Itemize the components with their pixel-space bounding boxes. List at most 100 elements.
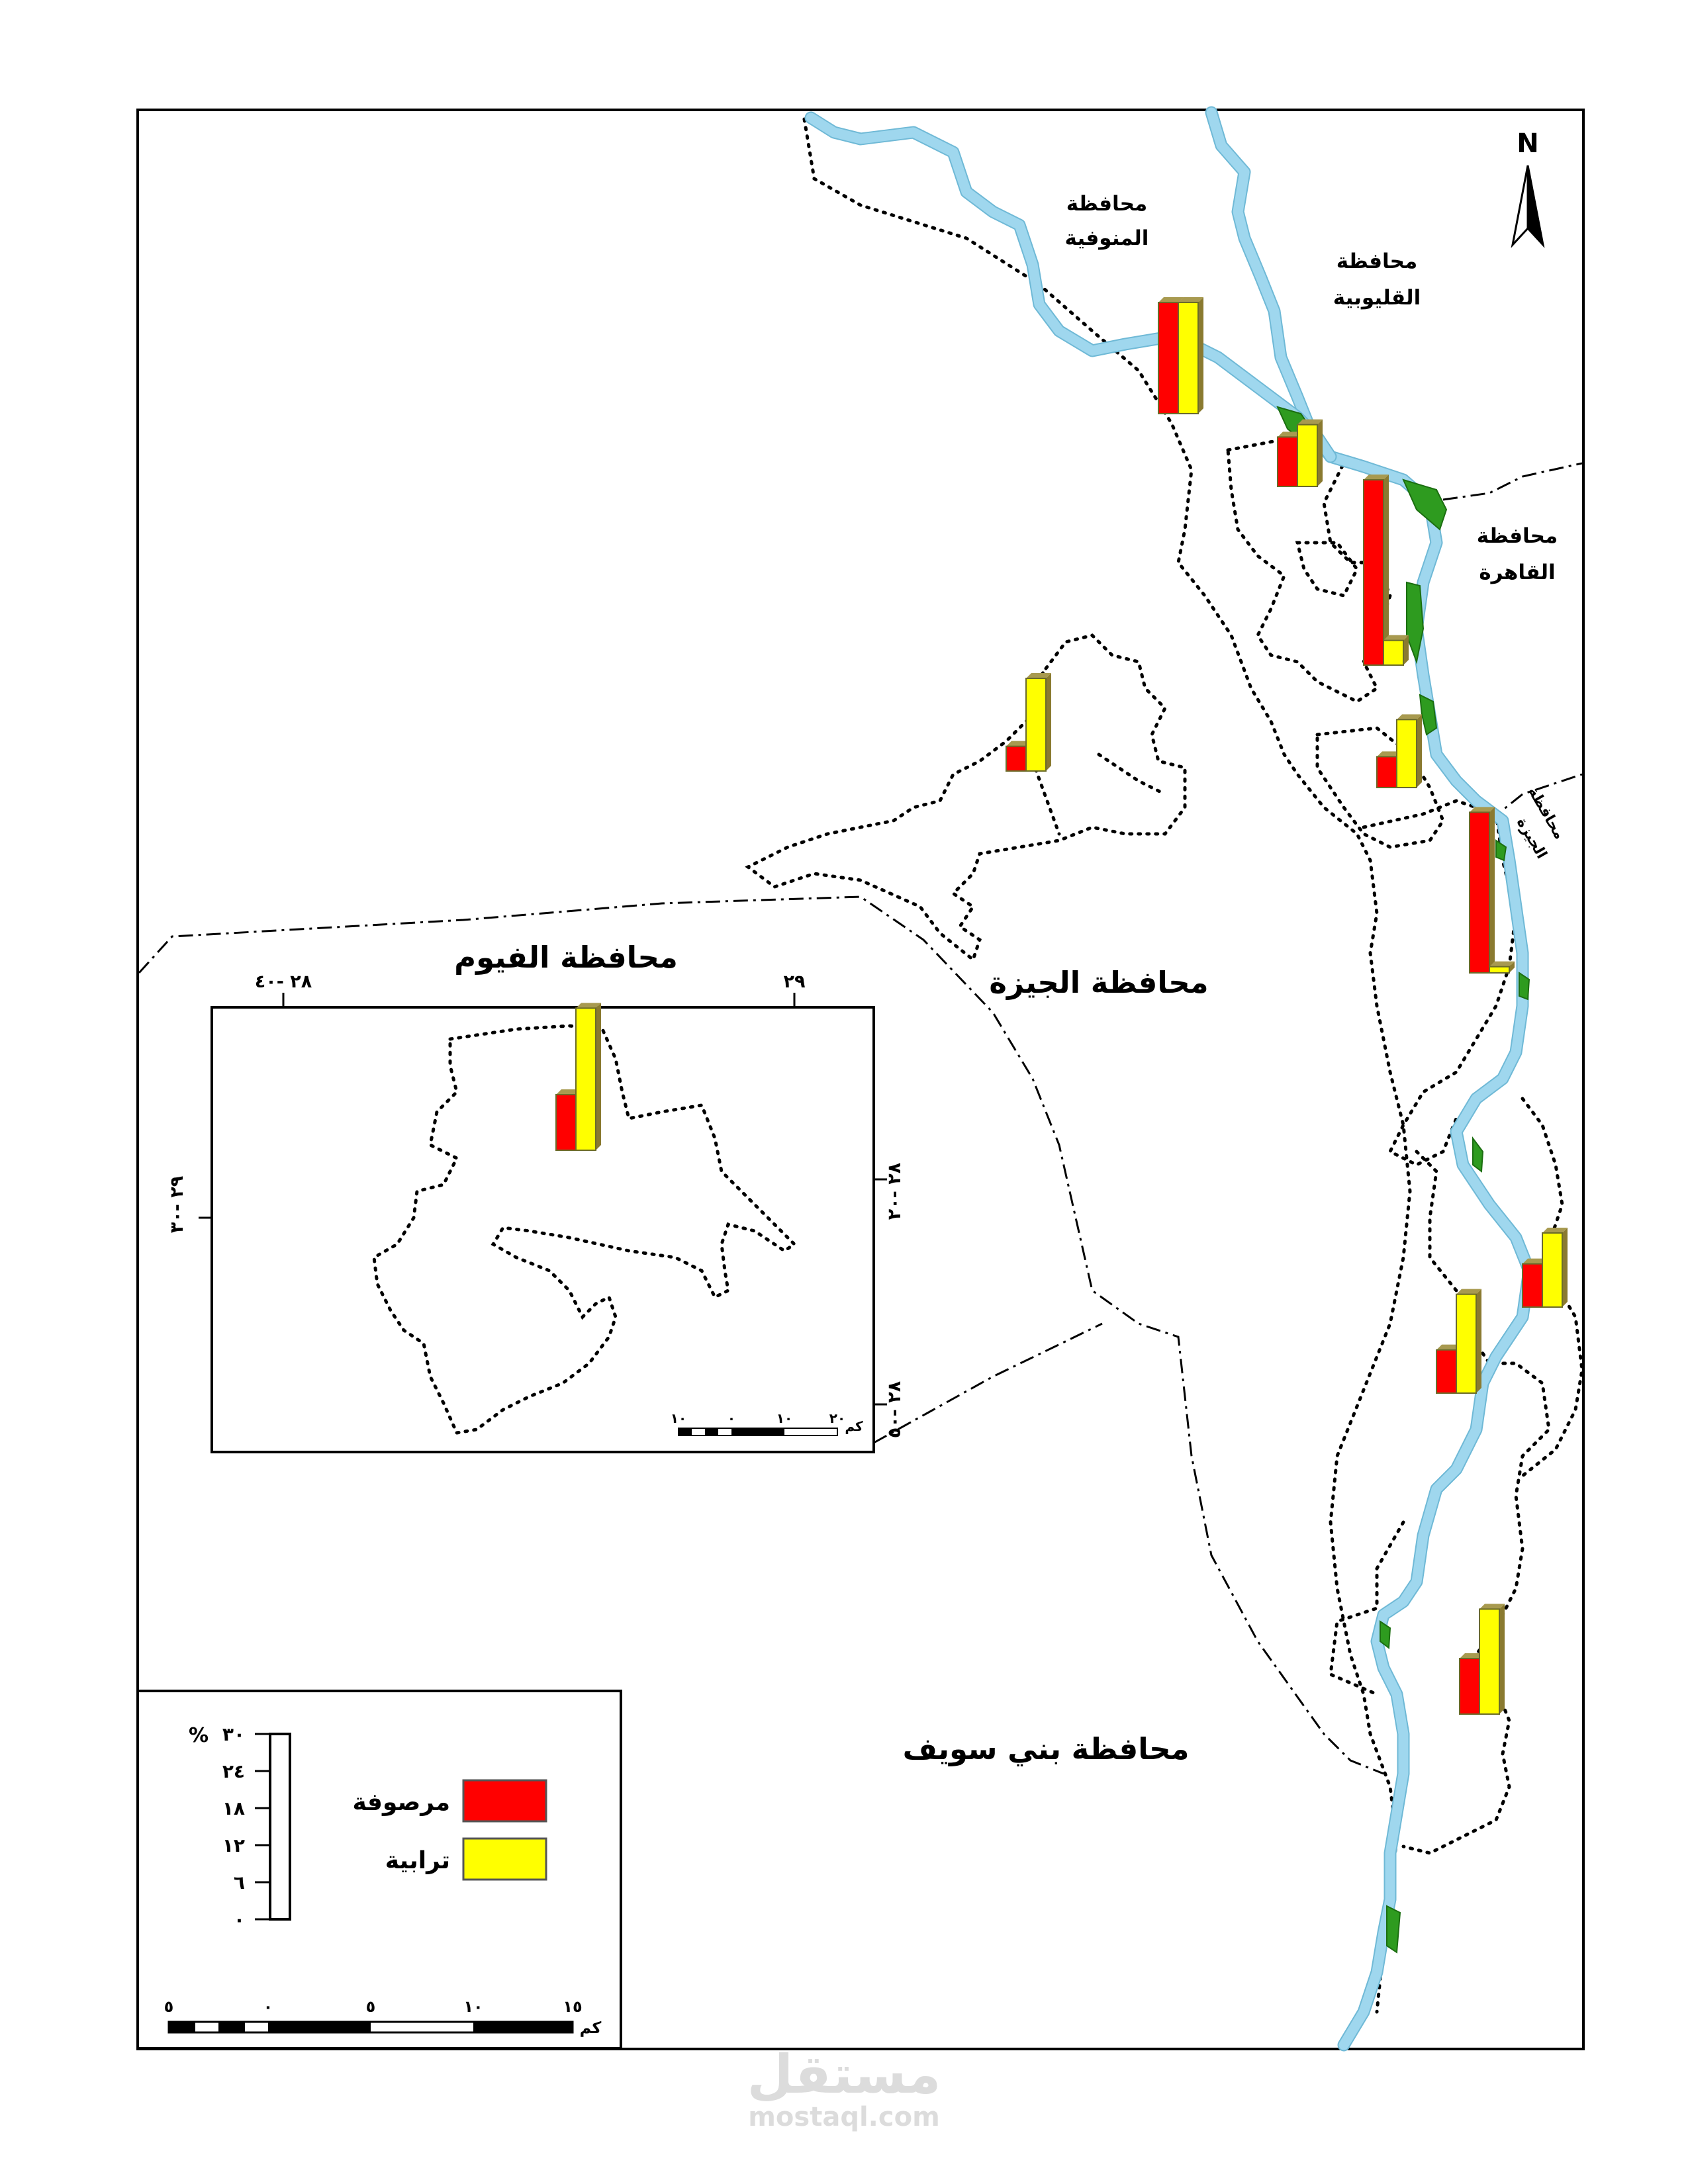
bar-dirt [1383,639,1404,666]
inset-scale-label-1: ١٠ [671,1410,686,1426]
bar-dirt [1456,1293,1477,1394]
legend-label-paved: مرصوفة [353,1789,450,1816]
inset-scale-bar: ١٠ ٠ ١٠ ٢٠ كم [671,1410,863,1436]
inset-scale-label-3: ١٠ [776,1410,792,1426]
legend-tick-label: ١٨ [222,1797,245,1819]
giza-label: محافظة الجيزة [989,965,1208,1000]
bar-paved-top [1470,807,1495,813]
bar-dirt-side [1509,961,1515,973]
qalyubia-label-1: محافظة [1336,250,1417,273]
bar-dirt-side [1198,297,1203,414]
watermark-latin: mostaql.com [748,2102,940,2132]
bar-paved [1363,479,1384,666]
bar-pair-5 [1469,807,1515,974]
watermark: مستقل mostaql.com [747,2044,941,2132]
bar-pair-4 [1376,714,1422,789]
bar-paved-top [556,1089,581,1095]
bar-pair-8 [1459,1604,1505,1715]
bar-paved [1436,1349,1457,1394]
bar-paved [1459,1658,1480,1715]
bar-dirt-top [1397,714,1422,720]
bar-dirt-top [1178,297,1203,302]
bar-dirt-top [1026,673,1051,678]
bar-dirt [1489,966,1510,974]
menoufia-label-1: محافظة [1066,192,1147,216]
inset-right-tick-2: ٢٨ -٥٠ [884,1381,905,1438]
bar-dirt [1025,678,1047,772]
bar-dirt-side [1317,419,1323,486]
legend-swatch-dirt [462,1837,547,1881]
inset-top-tick-2: ٢٩ [784,972,806,992]
bar-dirt-side [1046,673,1051,771]
inset-right-tick-1: ٢٨ -٢٠ [884,1162,905,1220]
bar-dirt-top [1297,419,1323,425]
cairo-label-1: محافظة [1477,524,1558,548]
legend-percent-symbol: % [189,1724,209,1747]
bar-glyphs [1006,297,1568,1715]
bar-dirt-top [1383,635,1409,641]
legend-scale-label-3: ٥ [366,1997,376,2016]
bar-paved-top [1523,1258,1548,1264]
bar-dirt [575,1007,596,1152]
bar-dirt-side [1417,714,1422,788]
bar-paved-top [1436,1344,1462,1350]
bar-dirt-top [576,1003,601,1009]
bar-pair-6 [1522,1228,1568,1308]
bar-pair-9 [1006,673,1051,772]
legend-scale-column [269,1733,291,1921]
bar-dirt-top [1542,1228,1568,1233]
bar-dirt [1396,719,1417,789]
bar-dirt-side [1499,1604,1505,1714]
inset-left-tick: ٢٩ -٣٠ [167,1176,187,1234]
bar-paved [1006,745,1027,772]
bar-paved [1158,302,1179,414]
legend-scale-label-5: ١٥ [563,1997,582,2016]
bar-paved [1522,1263,1543,1308]
legend-tick-label: ٣٠ [222,1723,245,1745]
bar-dirt [1178,302,1199,414]
bar-dirt-side [1403,635,1409,665]
north-label: N [1517,128,1538,159]
bar-paved [1376,756,1397,789]
bar-dirt [1479,1608,1500,1715]
bar-paved-top [1278,432,1303,437]
bar-paved-top [1377,751,1402,757]
bar-dirt-side [596,1003,601,1150]
bar-paved [1277,436,1298,487]
inset-scale-label-2: ٠ [727,1410,735,1426]
bar-paved-top [1158,297,1184,302]
inset-scale-unit: كم [845,1418,863,1434]
legend-scale-unit: كم [580,2019,602,2037]
north-arrow-right [1526,165,1545,248]
beni-suef-label: محافظة بني سويف [903,1731,1190,1766]
bar-pair-1 [1158,297,1203,414]
qalyubia-label-2: القليوبية [1333,286,1421,310]
inset-frame [211,1006,875,1453]
bar-pair-inset [555,1003,601,1152]
legend-frame [136,1690,622,2050]
bar-paved-top [1364,475,1389,480]
bar-dirt [1297,424,1318,488]
legend-label-dirt: ترابية [385,1847,450,1874]
legend-scale-label-1: ٥ [164,1997,174,2016]
legend-tick-label: ٦ [234,1872,245,1893]
inset-top-tick-1: ٢٨ -٤٠ [255,972,312,992]
bar-dirt-top [1489,961,1515,967]
legend-tick-label: ٠ [234,1909,245,1931]
menoufia-label-2: المنوفية [1065,226,1149,250]
legend-scale-bar: ٥ ٠ ٥ ١٠ ١٥ كم [164,1997,602,2037]
bar-pair-3 [1363,475,1409,666]
legend-tick-label: ٢٤ [222,1760,245,1782]
fayoum-label: محافظة الفيوم [454,940,678,975]
vegetation-areas [1276,406,1530,1954]
inset-scale-label-4: ٢٠ [829,1410,845,1426]
bar-dirt [1542,1232,1563,1308]
watermark-arabic: مستقل [747,2044,941,2105]
bar-dirt-side [1562,1228,1568,1307]
cairo-label-2: القاهرة [1479,561,1555,584]
bar-dirt-top [1456,1289,1481,1295]
legend-swatch-paved [462,1779,547,1823]
legend-scale-label-4: ١٠ [463,1997,483,2016]
bar-paved-top [1460,1653,1485,1659]
